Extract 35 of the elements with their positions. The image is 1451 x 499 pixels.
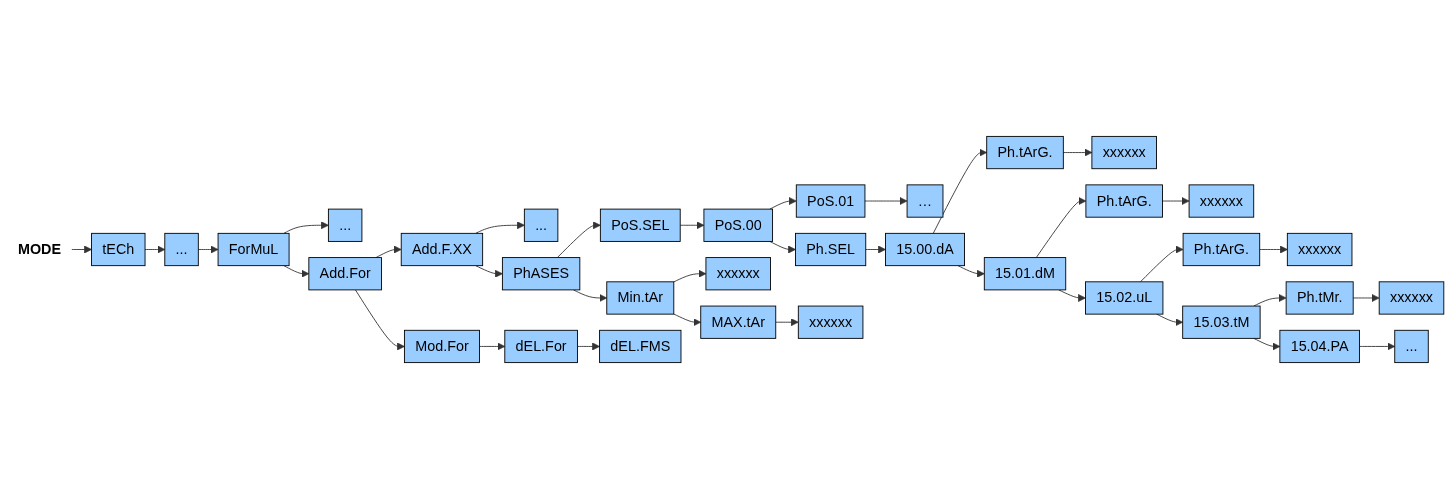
node-box: PoS.00 (703, 208, 774, 242)
node-box: Ph.SEL (795, 232, 867, 267)
node-box: ... (523, 208, 559, 242)
node-box: 15.04.PA (1279, 329, 1360, 364)
node-box: ... (164, 232, 199, 267)
node-box: Add.F.XX (400, 232, 484, 267)
node-text: MODE (17, 241, 62, 257)
node-box: xxxxxx (705, 257, 771, 291)
node-box: xxxxxx (1091, 135, 1157, 170)
node-box: dEL.FMS (599, 329, 682, 364)
node-box: xxxxxx (1286, 232, 1353, 267)
node-box: Ph.tArG. (1182, 232, 1261, 267)
node-box: Ph.tArG. (1085, 184, 1163, 218)
node-box: ... (1394, 329, 1429, 364)
node-box: Ph.tMr. (1285, 281, 1354, 315)
node-box: 15.00.dA (885, 232, 965, 267)
node-box: PhASES (501, 257, 581, 291)
node-box: 15.01.dM (983, 257, 1067, 291)
node-box: PoS.01 (795, 184, 866, 218)
node-box: Mod.For (403, 329, 480, 364)
node-box: 15.03.tM (1182, 305, 1261, 339)
node-box: Min.tAr (606, 281, 675, 315)
node-box: ForMuL (217, 232, 290, 267)
node-box: ... (327, 208, 363, 242)
node-box: … (906, 184, 944, 218)
node-box: PoS.SEL (599, 208, 681, 242)
node-box: dEL.For (504, 329, 578, 364)
node-box: xxxxxx (1378, 281, 1445, 315)
node-box: xxxxxx (1188, 184, 1255, 218)
node-box: xxxxxx (797, 305, 864, 339)
node-box: Ph.tArG. (986, 135, 1064, 170)
node-box: tECh (91, 232, 146, 267)
node-box: 15.02.uL (1085, 281, 1164, 315)
node-box: MAX.tAr (700, 305, 777, 339)
node-box: Add.For (308, 257, 382, 291)
